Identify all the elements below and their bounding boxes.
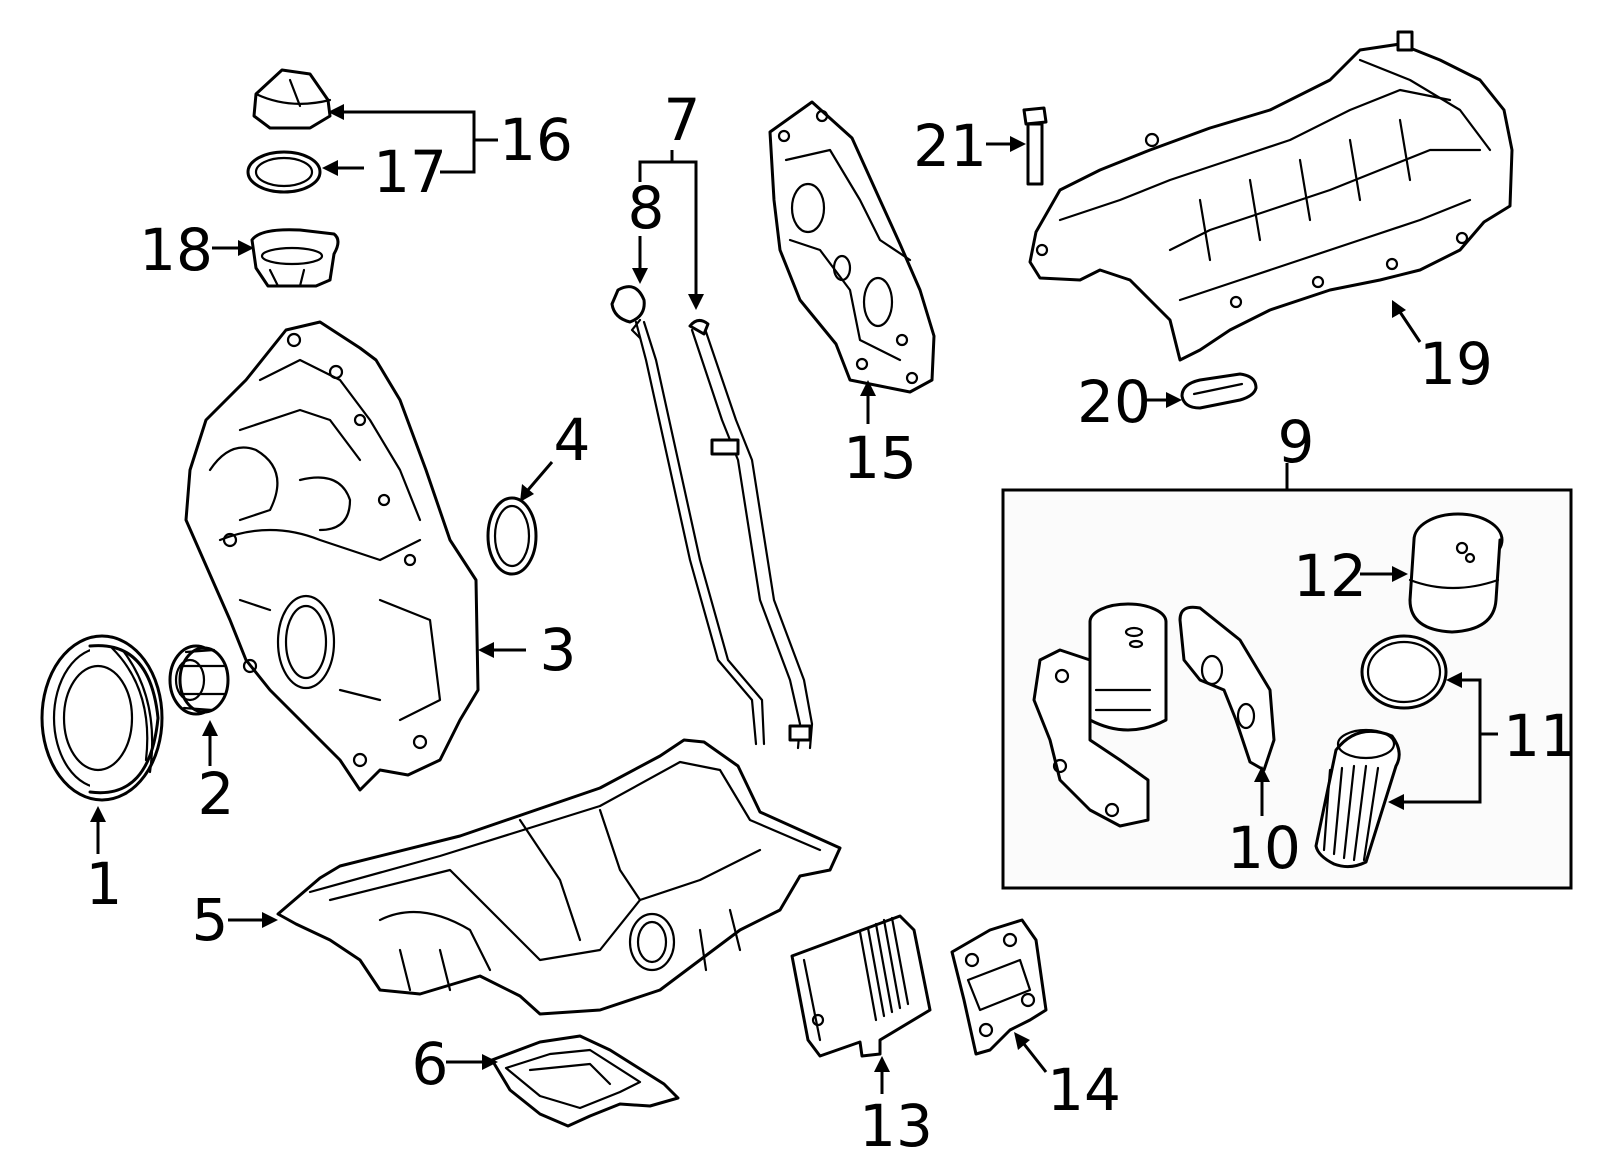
- oil-cooler: [790, 914, 932, 1058]
- callout-2: 2: [198, 760, 235, 828]
- leader-lines: [90, 104, 1498, 1094]
- filler-neck-adapter: [250, 228, 340, 288]
- callout-14: 14: [1047, 1056, 1121, 1124]
- callout-15: 15: [843, 424, 917, 492]
- engine-cover-plate: [768, 100, 936, 394]
- callout-18: 18: [139, 216, 213, 284]
- callout-6: 6: [412, 1030, 449, 1098]
- housing-gasket: [1178, 605, 1276, 772]
- oil-dipstick-tube: [688, 319, 814, 750]
- manifold-gasket: [1180, 372, 1258, 410]
- callout-12: 12: [1293, 542, 1367, 610]
- oil-dipstick: [610, 285, 766, 746]
- intake-manifold: [1028, 30, 1514, 362]
- oil-filter-element: [1314, 728, 1401, 869]
- oil-pan: [276, 738, 842, 1016]
- callout-16: 16: [499, 106, 573, 174]
- callout-3: 3: [540, 616, 577, 684]
- filler-cap-seal: [246, 150, 322, 194]
- callout-8: 8: [628, 174, 665, 242]
- callout-1: 1: [86, 850, 123, 918]
- callout-17: 17: [373, 138, 447, 206]
- callout-19: 19: [1419, 330, 1493, 398]
- callout-4: 4: [554, 406, 591, 474]
- callout-9: 9: [1278, 408, 1315, 476]
- callout-5: 5: [192, 886, 229, 954]
- callout-13: 13: [859, 1092, 933, 1160]
- callout-11: 11: [1503, 702, 1577, 770]
- oil-filler-cap: [252, 68, 332, 130]
- timing-cover: [184, 320, 480, 792]
- crankshaft-seal: [168, 644, 230, 716]
- oil-pan-lower-plate: [490, 1034, 680, 1128]
- oil-cooler-gasket: [950, 918, 1048, 1056]
- manifold-bolt: [1022, 106, 1048, 186]
- callout-7: 7: [664, 86, 701, 154]
- callout-21: 21: [913, 112, 987, 180]
- seal-ring: [486, 496, 538, 576]
- callout-10: 10: [1227, 814, 1301, 882]
- filter-cap-o-ring: [1360, 634, 1448, 710]
- oil-filter-housing: [1032, 602, 1168, 828]
- crankshaft-pulley: [40, 634, 164, 802]
- oil-filter-cap: [1408, 512, 1504, 634]
- callout-20: 20: [1077, 368, 1151, 436]
- callout-labels: 1 2 3 4 5 6 7 8 9 10 11 12 13 14 15 16 1…: [86, 86, 1577, 1160]
